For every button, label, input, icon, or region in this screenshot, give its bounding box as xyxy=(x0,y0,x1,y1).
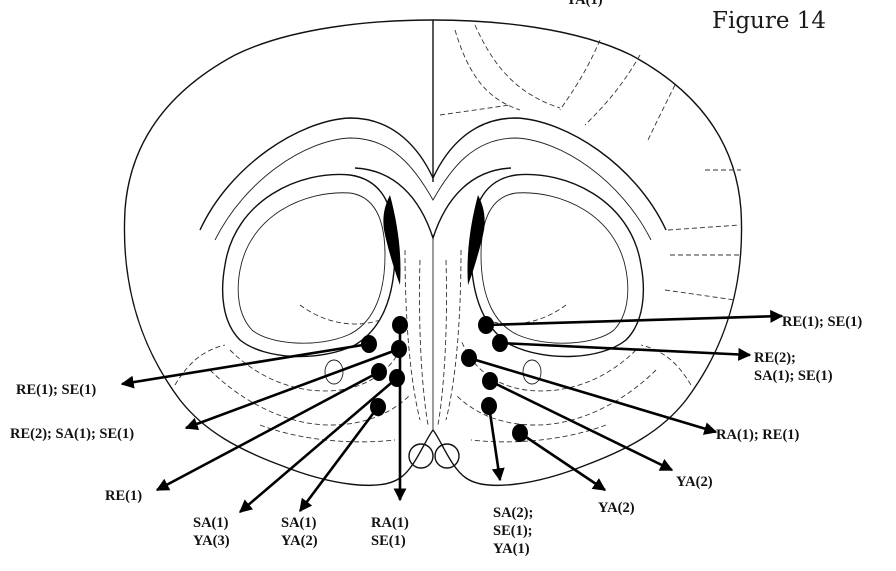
site-dot-r5 xyxy=(481,397,497,415)
top-clipped-label: YA(1) xyxy=(566,0,603,8)
left-striatum-outline xyxy=(238,193,385,343)
figure-title: Figure 14 xyxy=(712,8,826,34)
injection-site-r1: RE(1); SE(1) xyxy=(478,314,862,334)
site-dot-l4 xyxy=(389,369,405,387)
arrow-l1 xyxy=(122,344,369,384)
site-label-r6-line-1: YA(2) xyxy=(598,500,635,516)
site-dot-l1 xyxy=(361,335,377,353)
site-dot-l3 xyxy=(371,363,387,381)
site-label-r3-line-1: RA(1); RE(1) xyxy=(716,427,800,443)
site-label-l6-line-2: SE(1) xyxy=(371,533,406,549)
site-dot-r6 xyxy=(512,424,528,442)
site-label-l4-line-2: YA(3) xyxy=(193,533,230,549)
site-label-r5-line-3: YA(1) xyxy=(493,541,530,557)
site-dot-r2 xyxy=(492,334,508,352)
site-label-l6-line-1: RA(1) xyxy=(371,515,409,531)
injection-site-r5: SA(2); SE(1); YA(1) xyxy=(481,397,533,557)
site-label-r1-line-1: RE(1); SE(1) xyxy=(782,314,862,330)
site-label-r5-line-2: SE(1); xyxy=(493,523,532,539)
injection-site-r3: RA(1); RE(1) xyxy=(461,349,800,443)
site-label-r4-line-1: YA(2) xyxy=(676,474,713,490)
site-label-r5-line-1: SA(2); xyxy=(493,505,533,521)
injection-site-l1: RE(1); SE(1) xyxy=(16,335,377,398)
arrow-l5 xyxy=(300,407,378,511)
injection-site-r6: YA(2) xyxy=(512,424,635,516)
arrow-l3 xyxy=(157,372,379,490)
site-label-l2-line-1: RE(2); SA(1); SE(1) xyxy=(10,426,134,442)
bottom-circle-left xyxy=(409,444,433,468)
site-label-r2-line-2: SA(1); SE(1) xyxy=(754,368,833,384)
site-label-r2-line-1: RE(2); xyxy=(754,350,796,366)
bottom-circle-right xyxy=(435,444,459,468)
cortical-dashed-lines xyxy=(440,25,742,300)
arrow-r5 xyxy=(489,406,500,480)
site-label-l4-line-1: SA(1) xyxy=(193,515,229,531)
injection-site-r2: RE(2); SA(1); SE(1) xyxy=(492,334,833,384)
arrow-l2 xyxy=(186,349,399,428)
left-ventricle-fill xyxy=(383,195,400,285)
arrow-r3 xyxy=(469,358,716,432)
site-label-l1-line-1: RE(1); SE(1) xyxy=(16,382,96,398)
arrow-r1 xyxy=(486,316,782,325)
site-dot-l5 xyxy=(370,398,386,416)
site-dot-r4 xyxy=(482,372,498,390)
site-dot-l6 xyxy=(392,316,408,334)
site-dot-r1 xyxy=(478,316,494,334)
right-oval xyxy=(523,360,541,384)
site-dot-r3 xyxy=(461,349,477,367)
site-label-l5-line-2: YA(2) xyxy=(281,533,318,549)
site-label-l3-line-1: RE(1) xyxy=(105,488,142,504)
site-label-l5-line-1: SA(1) xyxy=(281,515,317,531)
